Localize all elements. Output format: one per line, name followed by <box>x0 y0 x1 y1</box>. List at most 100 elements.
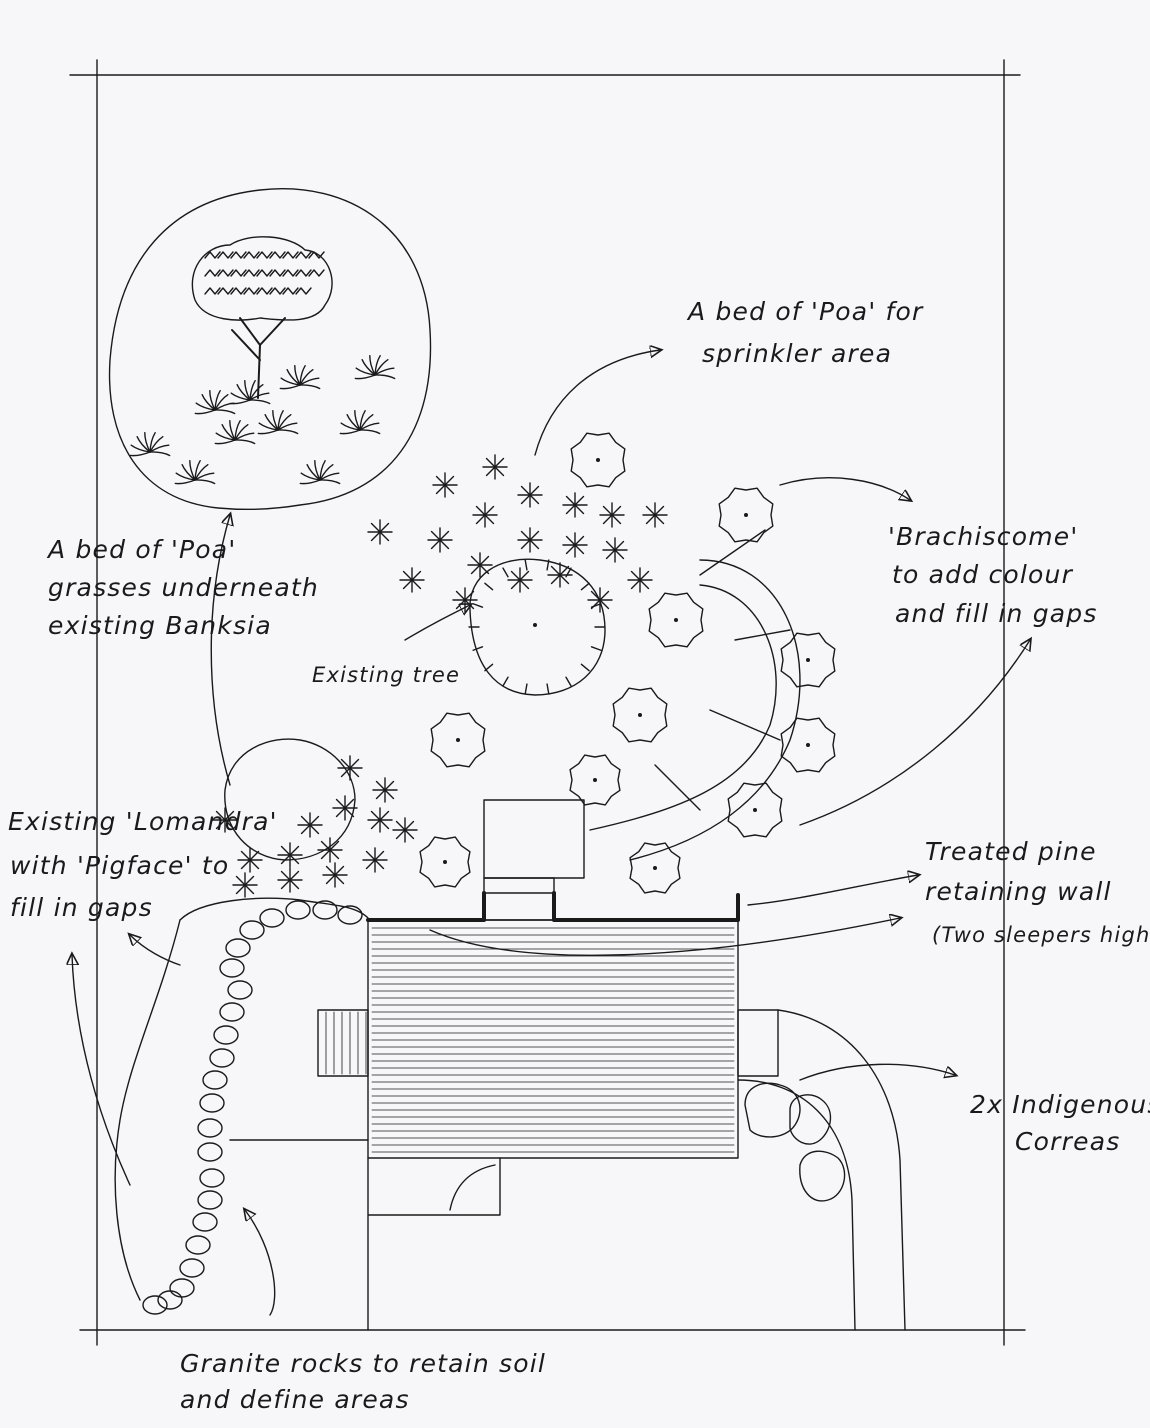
banksia-bed <box>108 188 432 510</box>
star-plant-icon <box>362 847 388 873</box>
rock-icon <box>219 1002 245 1022</box>
star-plant-icon <box>602 537 628 563</box>
star-plant-icon <box>432 472 458 498</box>
svg-text:2x Indigenous: 2x Indigenous <box>970 1090 1150 1119</box>
star-plant-icon <box>367 519 393 545</box>
rock-icon <box>142 1295 168 1315</box>
svg-text:A bed of 'Poa' for: A bed of 'Poa' for <box>686 297 924 326</box>
svg-text:'Brachiscome': 'Brachiscome' <box>888 522 1078 551</box>
rock-icon <box>169 1278 195 1298</box>
star-plant-icon <box>277 867 303 893</box>
deck-and-steps <box>229 799 906 1331</box>
star-plant-icon <box>482 454 508 480</box>
boundary-lines <box>69 59 1026 1346</box>
star-plant-icon <box>507 567 533 593</box>
star-plant-icon <box>322 862 348 888</box>
rock-icon <box>225 938 251 958</box>
star-plant-icon <box>297 812 323 838</box>
rock-icon <box>213 1025 239 1045</box>
lomandra-circle <box>224 738 356 861</box>
shrub-icon <box>419 836 471 888</box>
star-plant-icon <box>599 502 625 528</box>
shrub-icon <box>430 712 486 768</box>
star-plant-icon <box>399 567 425 593</box>
grass-tuft-icon <box>257 409 299 435</box>
grass-tuft-icon <box>299 459 341 485</box>
star-plant-icon <box>562 492 588 518</box>
star-plant-icon <box>472 502 498 528</box>
rock-icon <box>185 1235 211 1255</box>
pigface-bed-outline <box>114 897 369 1301</box>
star-plant-icon <box>427 527 453 553</box>
rock-icon <box>209 1048 235 1068</box>
shrub-icon <box>727 782 783 838</box>
rock-icon <box>312 900 338 920</box>
svg-text:retaining wall: retaining wall <box>925 877 1112 906</box>
rock-icon <box>337 905 363 925</box>
star-plant-icon <box>452 587 478 613</box>
label-correas: 2x Indigenous Correas <box>970 1090 1150 1156</box>
rock-icon <box>179 1258 205 1278</box>
svg-text:and define areas: and define areas <box>180 1385 410 1414</box>
rock-icon <box>157 1290 183 1310</box>
shrub-icon <box>780 632 836 688</box>
shrub-icon <box>718 487 774 543</box>
grass-tuft-icon <box>339 409 381 435</box>
grass-tuft-icon <box>229 379 271 405</box>
svg-text:A bed of 'Poa': A bed of 'Poa' <box>46 535 236 564</box>
svg-text:Correas: Correas <box>1015 1127 1120 1156</box>
shrub-icon <box>612 687 668 743</box>
rock-icon <box>239 920 265 940</box>
star-plant-icon <box>372 777 398 803</box>
star-plant-icon <box>547 562 573 588</box>
star-plant-icon <box>642 502 668 528</box>
star-plant-icon <box>517 482 543 508</box>
svg-text:sprinkler area: sprinkler area <box>702 339 892 368</box>
rock-icon <box>197 1118 223 1138</box>
rock-icon <box>202 1070 228 1090</box>
svg-text:to add colour: to add colour <box>892 560 1074 589</box>
correas-shrubs <box>744 1082 846 1202</box>
annotation-arrows <box>72 350 1030 1316</box>
brachiscome-shrubs <box>419 432 836 894</box>
label-retaining-wall: Treated pine retaining wall (Two sleeper… <box>925 837 1149 947</box>
label-poa-sprinkler: A bed of 'Poa' for sprinkler area <box>686 297 924 368</box>
svg-text:Existing 'Lomandra': Existing 'Lomandra' <box>8 807 278 836</box>
svg-text:with 'Pigface' to: with 'Pigface' to <box>10 851 229 880</box>
star-plant-icon <box>237 847 263 873</box>
star-plant-icon <box>627 567 653 593</box>
star-plant-icon <box>467 552 493 578</box>
grass-tuft-icon <box>214 419 256 445</box>
banksia-tree-icon <box>191 236 333 399</box>
svg-text:existing Banksia: existing Banksia <box>48 611 272 640</box>
svg-text:Existing tree: Existing tree <box>312 663 460 687</box>
grass-tuft-icon <box>174 459 216 485</box>
star-plant-icon <box>562 532 588 558</box>
svg-text:and fill in gaps: and fill in gaps <box>895 599 1098 628</box>
label-brachiscome: 'Brachiscome' to add colour and fill in … <box>888 522 1098 628</box>
svg-text:grasses underneath: grasses underneath <box>48 573 319 602</box>
granite-rocks <box>142 900 363 1315</box>
grass-tuft-icon <box>354 354 396 380</box>
label-poa-banksia: A bed of 'Poa' grasses underneath existi… <box>46 535 319 640</box>
shrub-icon <box>569 754 621 806</box>
star-plant-icon <box>392 817 418 843</box>
rock-icon <box>285 900 311 920</box>
rock-icon <box>197 1142 223 1162</box>
star-plant-icon <box>277 842 303 868</box>
grass-tuft-icon <box>129 431 171 457</box>
star-plant-icon <box>332 795 358 821</box>
rock-icon <box>199 1168 225 1188</box>
svg-text:Granite rocks to retain soil: Granite rocks to retain soil <box>180 1349 546 1378</box>
shrub-icon <box>780 717 836 773</box>
rock-icon <box>192 1212 218 1232</box>
star-plant-icon <box>517 527 543 553</box>
star-plant-icon <box>232 872 258 898</box>
svg-text:fill in gaps: fill in gaps <box>10 893 153 922</box>
grass-tuft-icon <box>279 364 321 390</box>
rock-icon <box>197 1190 223 1210</box>
poa-grass-tufts <box>129 354 396 485</box>
rock-icon <box>259 908 285 928</box>
rock-icon <box>219 958 245 978</box>
label-granite: Granite rocks to retain soil and define … <box>180 1349 546 1414</box>
